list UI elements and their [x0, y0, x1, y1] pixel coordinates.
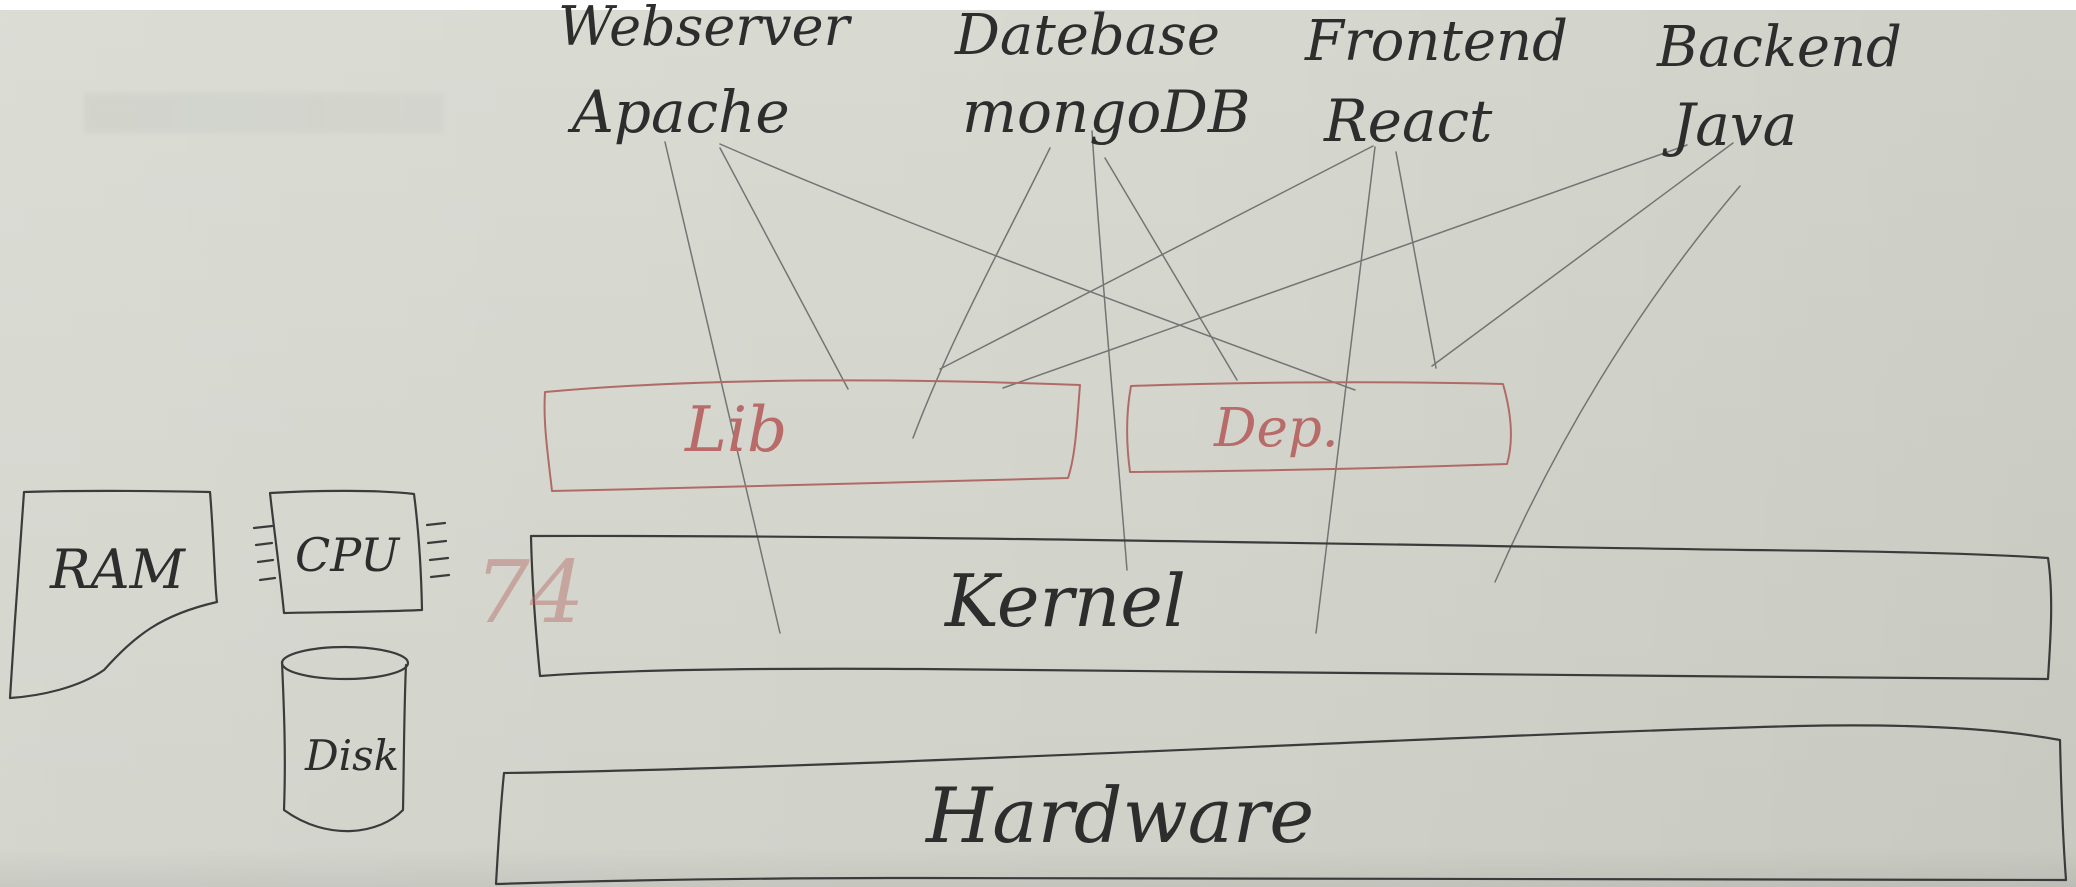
ram-label: RAM: [49, 538, 187, 601]
disk-body: [280, 660, 408, 833]
datebase-label: Datebase: [954, 3, 1220, 68]
lib-box-outline: [543, 379, 1081, 492]
hardware-box: Hardware: [494, 724, 2068, 886]
react-to-dep-line: [1395, 151, 1437, 369]
connection-lines: [664, 130, 1741, 634]
faded-red-number: 74: [475, 543, 584, 643]
cpu-outline: [268, 489, 424, 615]
webserver-label: Webserver: [558, 0, 853, 58]
ram-outline: [8, 489, 219, 700]
hardware-label: Hardware: [924, 771, 1314, 860]
lib-label: Lib: [684, 393, 787, 466]
dep-label: Dep.: [1213, 398, 1339, 459]
mongodb-label: mongoDB: [962, 78, 1250, 146]
cpu-block: CPU: [252, 489, 451, 615]
disk-top-ellipse: [280, 645, 410, 681]
apache-to-kernel-line: [664, 141, 781, 634]
react-label: React: [1323, 87, 1493, 155]
faded-erased-text: [84, 93, 444, 133]
java-to-lib-line: [1002, 144, 1688, 389]
apache-to-lib-line: [719, 147, 849, 390]
hardware-box-outline: [494, 724, 2068, 886]
kernel-box-outline: [529, 534, 2053, 681]
board-top-edge: [0, 0, 2076, 10]
kernel-box: Kernel: [529, 534, 2053, 681]
application-labels: Webserver Apache Datebase mongoDB Fronte…: [558, 0, 1902, 159]
dep-box: Dep.: [1126, 381, 1512, 473]
java-to-dep-line: [1431, 142, 1734, 367]
backend-label: Backend: [1656, 15, 1902, 80]
dep-box-outline: [1126, 381, 1512, 473]
react-to-kernel-line: [1315, 146, 1376, 634]
kernel-label: Kernel: [943, 559, 1186, 643]
mongodb-to-dep-line: [1104, 157, 1238, 381]
java-label: Java: [1662, 91, 1797, 159]
react-to-lib-line: [939, 145, 1374, 370]
cpu-label: CPU: [295, 528, 401, 582]
disk-label: Disk: [304, 731, 399, 780]
cpu-pins-right: [425, 521, 451, 579]
java-to-kernel-line: [1494, 185, 1741, 583]
apache-label: Apache: [567, 78, 790, 146]
disk-block: Disk: [280, 645, 410, 833]
frontend-label: Frontend: [1304, 9, 1568, 74]
lib-box: Lib: [543, 379, 1081, 492]
apache-to-dep-line: [719, 143, 1356, 391]
mongodb-to-lib-line: [912, 147, 1051, 439]
mongodb-to-kernel-line: [1091, 130, 1128, 571]
cpu-pins-left: [252, 524, 277, 582]
ram-block: RAM: [8, 489, 219, 700]
